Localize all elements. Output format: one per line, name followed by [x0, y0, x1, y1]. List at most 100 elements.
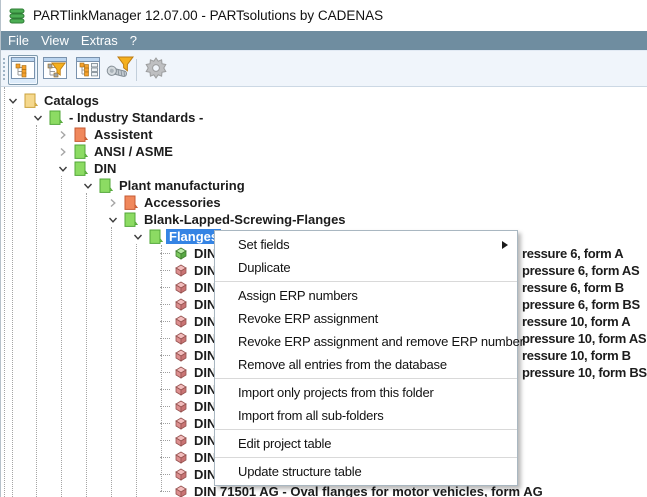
tree-item-label: ANSI / ASME: [94, 144, 173, 159]
cube-red-icon: [174, 365, 188, 381]
menu-help[interactable]: ?: [129, 33, 137, 48]
menu-file[interactable]: File: [8, 33, 29, 48]
menu-item-edit-project-table[interactable]: Edit project table: [238, 436, 332, 451]
tree-guide-line: [161, 245, 162, 491]
menu-item-revoke-erp-assignment-and-remove-erp-number[interactable]: Revoke ERP assignment and remove ERP num…: [238, 334, 524, 349]
tree-item-label: DIN: [194, 314, 217, 329]
tree-item-din-20[interactable]: DIN: [1, 432, 216, 449]
menu-bar: File View Extras ?: [1, 31, 647, 50]
tree-item-din-16[interactable]: DIN: [1, 364, 216, 381]
tree-item-accessories[interactable]: Accessories: [1, 194, 221, 211]
tree-leaf-stub: [156, 432, 170, 449]
context-menu-separator: [215, 457, 517, 458]
cube-red-icon: [174, 297, 188, 313]
toolbar-button-tree-filter-window-icon[interactable]: [40, 55, 70, 85]
menu-extras[interactable]: Extras: [80, 33, 118, 48]
tree-leaf-stub: [156, 415, 170, 432]
tree-leaf-stub: [156, 313, 170, 330]
tree-item-flanges[interactable]: Flanges: [1, 228, 222, 245]
toolbar-button-tree-list-window-icon[interactable]: [73, 55, 103, 85]
menu-item-import-only-projects-from-this-folder[interactable]: Import only projects from this folder: [238, 385, 434, 400]
tree-guide-line: [61, 176, 62, 497]
chevron-down-icon[interactable]: [131, 228, 145, 245]
tree-guide-line: [136, 244, 137, 497]
chevron-right-icon[interactable]: [106, 194, 120, 211]
tree-item-din-71501-ag-oval-flanges-for-motor-vehicles-form-ag[interactable]: DIN 71501 AG - Oval flanges for motor ve…: [1, 483, 543, 497]
tree-item-text-fragment: pressure 10, form BS: [522, 365, 647, 380]
chevron-down-icon[interactable]: [56, 160, 70, 177]
tree-item-din-13[interactable]: DIN: [1, 313, 216, 330]
menu-item-remove-all-entries-from-the-database[interactable]: Remove all entries from the database: [238, 357, 447, 372]
cube-red-icon: [174, 467, 188, 483]
tree-item-label: - Industry Standards -: [69, 110, 204, 125]
menu-item-update-structure-table[interactable]: Update structure table: [238, 464, 362, 479]
tree-leaf-stub: [156, 330, 170, 347]
cube-red-icon: [174, 331, 188, 347]
chevron-down-icon[interactable]: [31, 109, 45, 126]
tree-item-label: DIN: [194, 467, 217, 482]
tree-item-din-10[interactable]: DIN: [1, 262, 216, 279]
tree-item-ansi-asme[interactable]: ANSI / ASME: [1, 143, 173, 160]
tree-item-din-4[interactable]: DIN: [1, 160, 116, 177]
tree-item-din-15[interactable]: DIN: [1, 347, 216, 364]
toolbar: [1, 50, 647, 87]
menu-item-import-from-all-sub-folders[interactable]: Import from all sub-folders: [238, 408, 384, 423]
tree-item-din-18[interactable]: DIN: [1, 398, 216, 415]
menu-item-revoke-erp-assignment[interactable]: Revoke ERP assignment: [238, 311, 379, 326]
tree-leaf-stub: [156, 262, 170, 279]
tree-leaf-stub: [156, 279, 170, 296]
menu-view[interactable]: View: [40, 33, 69, 48]
cube-red-icon: [174, 348, 188, 364]
tree-item-label: DIN: [194, 416, 217, 431]
menu-item-set-fields[interactable]: Set fields: [215, 233, 517, 256]
menu-item-duplicate[interactable]: Duplicate: [238, 260, 291, 275]
tree-filter-window-icon: [42, 55, 68, 86]
cube-red-icon: [174, 450, 188, 466]
tree-item-blank-lapped-screwing-flanges[interactable]: Blank-Lapped-Screwing-Flanges: [1, 211, 346, 228]
tree-item-label: DIN: [194, 280, 217, 295]
tree-item-din-12[interactable]: DIN: [1, 296, 216, 313]
folder-orange-icon: [74, 127, 88, 143]
tree-item-din-9[interactable]: DIN: [1, 245, 216, 262]
tree-item-din-22[interactable]: DIN: [1, 466, 216, 483]
tree-item-label: Flanges: [166, 229, 222, 244]
tree-item-assistent[interactable]: Assistent: [1, 126, 153, 143]
chevron-down-icon[interactable]: [106, 211, 120, 228]
tree-leaf-stub: [156, 466, 170, 483]
folder-orange-icon: [124, 195, 138, 211]
submenu-arrow-icon: [502, 240, 508, 249]
tree-item-industry-standards[interactable]: - Industry Standards -: [1, 109, 203, 126]
tree-item-label: DIN: [194, 263, 217, 278]
tree-item-din-19[interactable]: DIN: [1, 415, 216, 432]
app-database-icon: [8, 7, 26, 25]
tree-item-text-fragment: ressure 10, form A: [522, 314, 631, 329]
chevron-right-icon[interactable]: [56, 126, 70, 143]
tree-item-din-11[interactable]: DIN: [1, 279, 216, 296]
chevron-down-icon[interactable]: [6, 92, 20, 109]
tree-item-din-14[interactable]: DIN: [1, 330, 216, 347]
tree-item-text-fragment: pressure 10, form AS: [522, 331, 647, 346]
menu-item-assign-erp-numbers[interactable]: Assign ERP numbers: [238, 288, 358, 303]
chevron-right-icon[interactable]: [56, 143, 70, 160]
tree-item-din-17[interactable]: DIN: [1, 381, 216, 398]
toolbar-button-settings-gear-icon: [141, 55, 171, 85]
tree-item-label: Plant manufacturing: [119, 178, 245, 193]
tree-item-din-21[interactable]: DIN: [1, 449, 216, 466]
tree-item-catalogs[interactable]: Catalogs: [1, 92, 99, 109]
toolbar-button-screw-filter-icon[interactable]: [104, 55, 134, 85]
context-menu-separator: [215, 429, 517, 430]
folder-green-icon: [149, 229, 163, 245]
cube-red-icon: [174, 280, 188, 296]
chevron-down-icon[interactable]: [81, 177, 95, 194]
title-bar: PARTlinkManager 12.07.00 - PARTsolutions…: [1, 0, 647, 31]
cube-red-icon: [174, 399, 188, 415]
tree-item-plant-manufacturing[interactable]: Plant manufacturing: [1, 177, 245, 194]
tree-item-label: DIN: [194, 297, 217, 312]
toolbar-button-tree-structure-window-icon[interactable]: [8, 55, 38, 85]
tree-leaf-stub: [156, 245, 170, 262]
tree-item-label: DIN: [194, 365, 217, 380]
tree-leaf-stub: [156, 381, 170, 398]
tree-leaf-stub: [156, 449, 170, 466]
toolbar-grip-handle[interactable]: [3, 58, 8, 80]
